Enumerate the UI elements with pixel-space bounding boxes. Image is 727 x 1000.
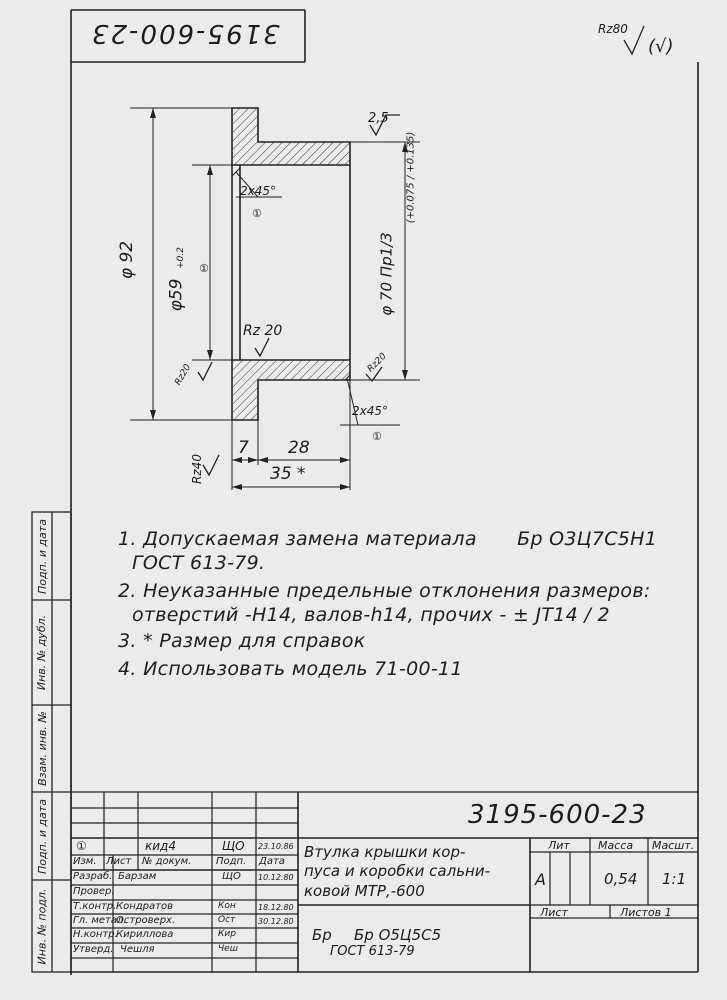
- sign-0: ЩО: [222, 871, 241, 882]
- side-label-1: Подп. и дата: [35, 518, 49, 594]
- material-prefix: Бр: [312, 926, 332, 944]
- global-roughness-paren: (√): [648, 36, 674, 57]
- note-2-tolerances: отверстий -Н14, валов-h14, прочих -: [132, 604, 507, 626]
- mass-header: Масса: [598, 839, 634, 852]
- side-strip-lines: [31, 511, 72, 973]
- center-mark: ①: [199, 262, 209, 275]
- dim-length-7: 7: [238, 438, 249, 458]
- side-strip-3: Взам. инв. №: [32, 705, 52, 792]
- dim-length-35: 35 *: [270, 464, 306, 484]
- roughness-marks: [197, 25, 645, 477]
- change-doc: кид4: [145, 839, 176, 853]
- chamfer-bottom-mark: ①: [372, 430, 382, 443]
- dim-length-28: 28: [288, 438, 310, 458]
- note-4: 4. Использовать модель 71-00-11: [118, 658, 463, 680]
- lit-header: Лит: [548, 839, 570, 852]
- global-roughness-symbol: Rz80: [598, 22, 628, 36]
- side-strip-1: Подп. и дата: [32, 512, 52, 600]
- note-3: 3. * Размер для справок: [118, 630, 366, 652]
- sheet-label: Лист: [540, 906, 568, 919]
- date-2: 18.12.80: [258, 903, 294, 912]
- note-1-num: 1.: [118, 528, 137, 550]
- dimension-arrows: [150, 108, 408, 490]
- hdr-list: Лист: [106, 856, 132, 867]
- change-sign: ЩО: [222, 839, 245, 853]
- hdr-date: Дата: [259, 856, 285, 867]
- note-1-cont: ГОСТ 613-79.: [132, 552, 265, 574]
- side-label-3: Взам. инв. №: [35, 711, 49, 786]
- chamfer-bottom: 2x45°: [352, 404, 389, 418]
- note-2-num: 2.: [118, 580, 137, 602]
- name-5: Чешля: [120, 944, 155, 955]
- role-0: Разраб.: [73, 871, 113, 882]
- drawing-number-top: 3195-600-23: [90, 18, 280, 48]
- mass-value: 0,54: [604, 870, 638, 888]
- side-label-2: Инв. № дубл.: [35, 614, 49, 691]
- date-0: 10.12.80: [258, 873, 294, 882]
- hdr-sign: Подп.: [216, 856, 247, 867]
- scale-value: 1:1: [662, 870, 687, 888]
- role-5: Утверд.: [73, 944, 114, 955]
- note-1-std: ГОСТ 613-79.: [132, 552, 266, 574]
- roughness-rz40: Rz40: [189, 454, 204, 484]
- chamfer-top: 2x45°: [240, 184, 277, 198]
- roughness-rz20-inner: Rz 20: [243, 323, 283, 339]
- part-name-line-1: Втулка крышки кор-: [304, 843, 466, 861]
- role-1: Провер.: [73, 886, 115, 897]
- material-standard: ГОСТ 613-79: [330, 944, 415, 959]
- chamfer-top-mark: ①: [252, 207, 262, 220]
- sheet-frame: [70, 9, 699, 975]
- sheets-label: Листов 1: [620, 906, 672, 919]
- sign-5: Чеш: [218, 944, 238, 954]
- name-3: Островерх.: [116, 915, 176, 926]
- note-2-cont: отверстий -Н14, валов-h14, прочих - ± JT…: [132, 604, 610, 626]
- side-strip-5: Инв. № подл.: [32, 880, 52, 972]
- role-2: Т.контр.: [73, 901, 117, 912]
- note-1-material: Бр О3Ц7С5Н1: [517, 528, 658, 550]
- roughness-2-5: 2,5: [368, 111, 389, 126]
- name-4: Кириллова: [116, 929, 174, 940]
- name-0: Барзам: [118, 871, 157, 882]
- sign-3: Ост: [218, 915, 236, 925]
- note-4-num: 4.: [118, 658, 137, 680]
- lit-value: А: [535, 870, 546, 889]
- change-num: ①: [76, 839, 87, 853]
- note-1: 1. Допускаемая замена материала Бр О3Ц7С…: [118, 528, 657, 550]
- side-strip-2: Инв. № дубл.: [32, 600, 52, 705]
- side-label-4: Подп. и дата: [35, 798, 49, 874]
- part-section: [231, 107, 351, 421]
- part-name-line-3: ковой МТР,-600: [304, 882, 425, 900]
- hdr-izm: Изм.: [73, 856, 97, 867]
- dim-diameter-70: φ 70 Пр1/3: [377, 232, 396, 316]
- dim-diameter-59-tol: +0.2: [175, 247, 186, 269]
- scale-header: Масшт.: [652, 839, 695, 852]
- dim-diameter-59: φ59: [166, 278, 187, 312]
- note-3-num: 3.: [118, 630, 137, 652]
- sign-4: Кир: [218, 929, 236, 939]
- date-3: 30.12.80: [258, 917, 294, 926]
- note-3-text: * Размер для справок: [143, 630, 366, 652]
- dim-diameter-92: φ 92: [117, 240, 138, 280]
- note-2: 2. Неуказанные предельные отклонения раз…: [118, 580, 651, 602]
- note-2-jt14: ± JT14 / 2: [512, 604, 610, 626]
- dimension-lines: [130, 107, 420, 490]
- sign-2: Кон: [218, 901, 236, 911]
- role-4: Н.контр.: [73, 929, 118, 940]
- title-drawing-number: 3195-600-23: [468, 800, 647, 830]
- side-label-5: Инв. № подл.: [35, 888, 49, 964]
- part-name-line-2: пуса и коробки сальни-: [304, 862, 491, 880]
- title-block-grid: [71, 791, 698, 972]
- change-date: 23.10.86: [258, 842, 294, 851]
- role-3: Гл. метал.: [73, 915, 127, 926]
- note-1-text: Допускаемая замена материала: [143, 528, 477, 550]
- side-strip-4: Подп. и дата: [32, 792, 52, 880]
- material: Бр О5Ц5С5: [354, 926, 442, 944]
- name-2: Кондратов: [116, 901, 173, 912]
- dim-diameter-70-tol: (+0.075 / +0.135): [405, 131, 417, 224]
- note-2-text: Неуказанные предельные отклонения размер…: [143, 580, 651, 602]
- note-4-text: Использовать модель 71-00-11: [143, 658, 463, 680]
- hdr-doc: № докум.: [142, 856, 192, 867]
